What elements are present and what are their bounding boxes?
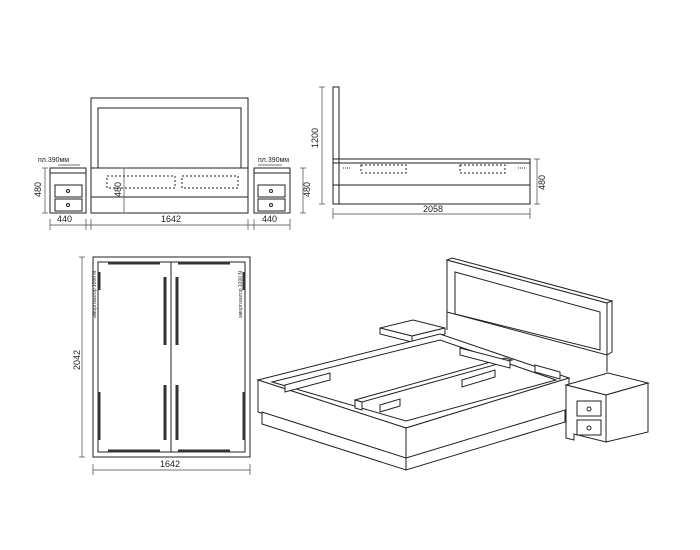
isometric-view — [256, 257, 650, 471]
side-view — [319, 86, 540, 219]
top-slat-note-left: амортизатор 1000 N — [92, 271, 98, 318]
headboard-panel — [97, 107, 242, 169]
front-nightstand-width-left: 440 — [57, 214, 72, 224]
bed-base-front — [90, 167, 249, 214]
side-bed-height: 480 — [537, 175, 547, 190]
headboard-panel-iso — [454, 271, 601, 351]
top-view — [79, 256, 251, 475]
front-nightstand-width-right: 440 — [262, 214, 277, 224]
front-view — [42, 97, 306, 230]
bed-base-side — [332, 184, 531, 205]
side-bed-length: 2058 — [423, 204, 443, 214]
front-bed-height: 480 — [113, 182, 123, 197]
nightstand-right-front — [253, 167, 291, 214]
headboard-side — [332, 86, 340, 205]
side-headboard-height: 1200 — [310, 128, 320, 148]
front-nightstand-height-left: 480 — [33, 182, 43, 197]
top-length: 2042 — [72, 350, 82, 370]
top-slat-note-right: амортизатор 1000 N — [238, 271, 244, 318]
bed-top-outline — [92, 256, 251, 458]
front-nightstand-depth-right: пл.390мм — [258, 157, 289, 164]
front-bed-width: 1642 — [161, 214, 181, 224]
front-nightstand-height-right: 480 — [302, 182, 312, 197]
top-width: 1642 — [160, 459, 180, 469]
nightstand-left-front — [49, 167, 87, 214]
front-nightstand-depth-left: пл.390мм — [38, 157, 69, 164]
